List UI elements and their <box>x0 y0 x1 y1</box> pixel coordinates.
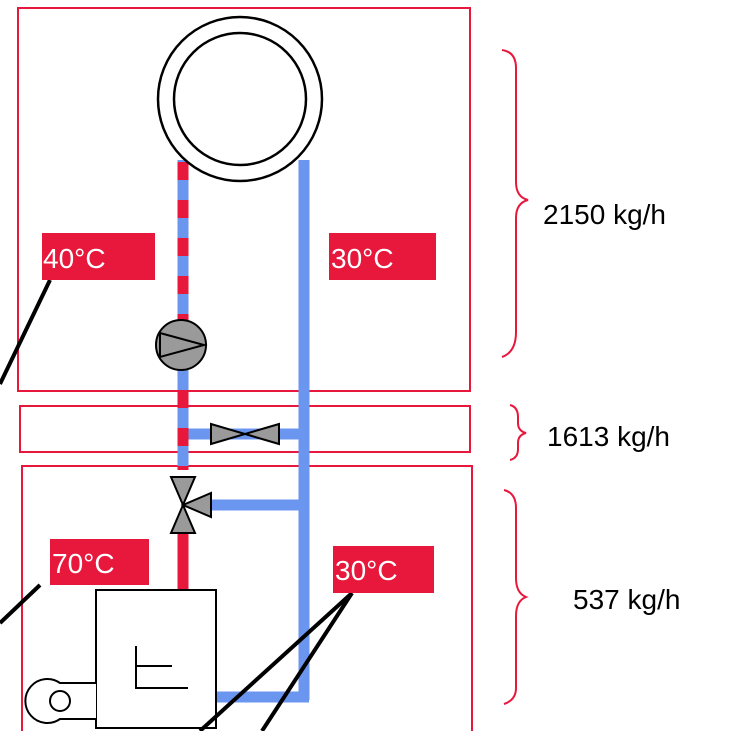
temp-label-bg-upper-return <box>329 233 436 280</box>
temp-label-upper-return: 30°C <box>331 243 394 274</box>
middle-zone-frame <box>19 405 471 453</box>
circle-tank-icon <box>156 15 324 183</box>
upper-zone-frame <box>17 7 471 392</box>
burner-icon <box>24 678 96 724</box>
leader-line-upper-supply <box>0 279 52 385</box>
flow-label-lower: 537 kg/h <box>573 584 680 615</box>
flow-label-middle: 1613 kg/h <box>547 421 670 452</box>
flow-label-upper: 2150 kg/h <box>543 199 666 230</box>
brace-upper <box>501 49 529 358</box>
two-way-valve-icon <box>210 422 280 446</box>
temp-label-bg-lower-return <box>333 546 434 593</box>
leader-line-lower-return-a <box>198 591 354 731</box>
leader-line-lower-return-b <box>260 591 354 731</box>
temp-label-lower-return: 30°C <box>335 555 398 586</box>
pump-icon <box>155 319 208 371</box>
temp-label-lower-supply: 70°C <box>52 548 115 579</box>
temp-label-bg-upper-supply <box>42 233 155 280</box>
brace-middle <box>509 404 527 461</box>
temp-label-bg-lower-supply <box>50 539 149 585</box>
temp-label-upper-supply: 40°C <box>43 243 106 274</box>
leader-line-lower-supply <box>0 583 42 625</box>
boiler-icon <box>95 589 217 729</box>
brace-lower <box>503 489 529 705</box>
three-way-valve-icon <box>169 476 212 534</box>
